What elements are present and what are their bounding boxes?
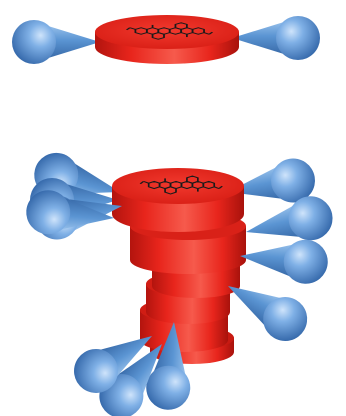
stacked-column-assembly (24, 148, 336, 416)
cone-icon (12, 20, 100, 64)
single-disc-assembly (12, 15, 320, 64)
cone-icon (238, 234, 329, 286)
cone-icon (232, 16, 320, 60)
disc-stack (112, 168, 246, 364)
disc-icon (95, 15, 239, 64)
